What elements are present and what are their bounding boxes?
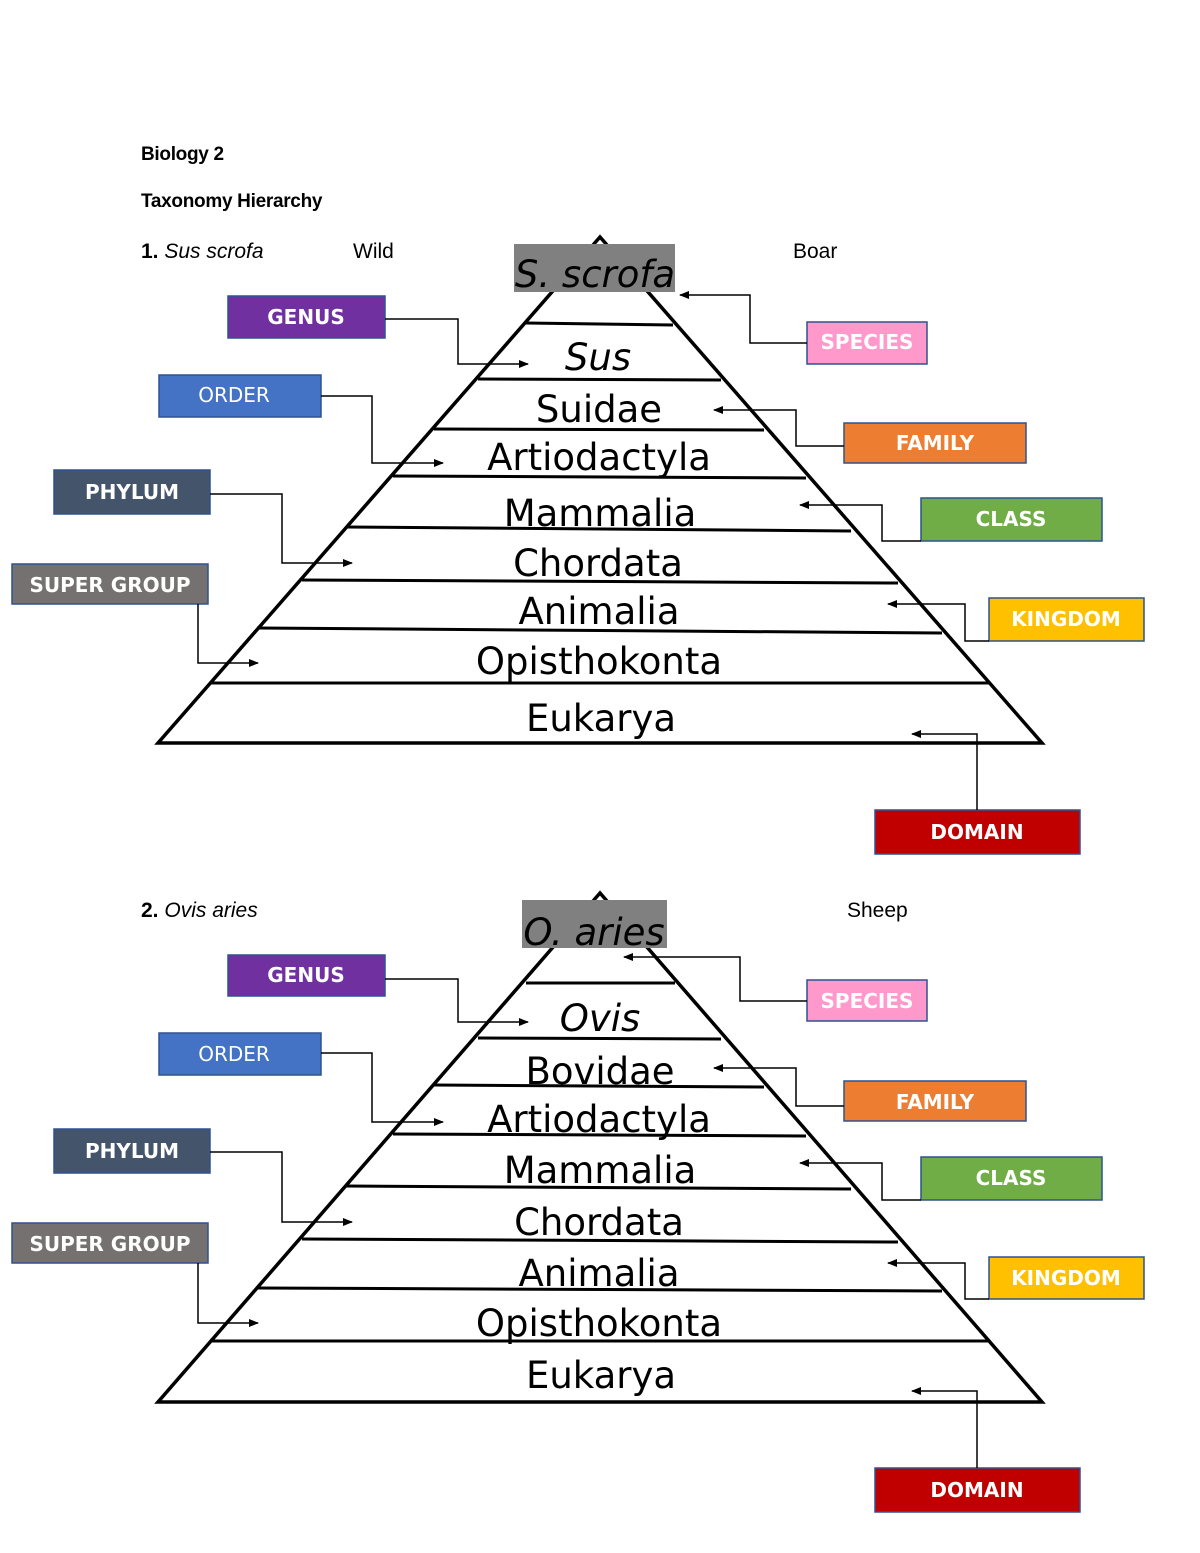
pyramid-2-species-box: [522, 900, 667, 948]
pyramid-2-kingdom-label-box: [988, 1256, 1145, 1300]
pyramid-1-outline: [154, 234, 1046, 745]
pyramid-1-divider: [392, 474, 807, 480]
pyramid-2-divider: [256, 1286, 943, 1293]
pyramid-1-super-group-name: Opisthokonta: [476, 640, 722, 683]
pyramid-2-divider: [345, 1184, 852, 1191]
pyramid-2-family-label: FAMILY: [896, 1090, 975, 1114]
organism-1-heading: 1. Sus scrofa: [141, 240, 264, 264]
pyramid-2: O. aries Ovis Bovidae Artiodactyla Mamma…: [11, 890, 1145, 1513]
pyramid-1-family-name: Suidae: [536, 388, 662, 431]
pyramid-2-species-connector: [623, 953, 807, 1002]
pyramid-1-class-label-box: [920, 497, 1103, 542]
pyramid-2-super-group-name: Opisthokonta: [476, 1302, 722, 1345]
pyramid-1-kingdom-connector: [887, 600, 989, 642]
pyramid-2-family-name: Bovidae: [525, 1050, 674, 1093]
pyramid-1-domain-name: Eukarya: [526, 697, 676, 740]
topic-title: Taxonomy Hierarchy: [141, 191, 323, 212]
pyramid-1-family-label-box: [843, 422, 1027, 464]
organism-1-number: 1.: [141, 240, 159, 263]
pyramid-1-family-connector: [713, 406, 844, 447]
pyramid-1-species-connector: [679, 291, 807, 344]
pyramid-1-kingdom-label-box: [988, 597, 1145, 642]
pyramid-2-family-label-box: [843, 1080, 1027, 1122]
pyramid-1-phylum-name: Chordata: [513, 542, 683, 585]
organism-1-common-name-part1: Wild: [353, 240, 394, 263]
pyramid-2-kingdom-label: KINGDOM: [1011, 1266, 1121, 1290]
organism-2-heading: 2. Ovis aries: [141, 899, 258, 923]
pyramid-2-species-abbrev: O. aries: [523, 911, 664, 954]
pyramid-2-kingdom-connector: [887, 1259, 989, 1300]
pyramid-1: S. scrofa Sus Suidae Artiodactyla Mammal…: [11, 234, 1145, 855]
pyramid-2-species-label: SPECIES: [821, 989, 914, 1013]
pyramid-1-class-name: Mammalia: [504, 492, 697, 535]
pyramid-1-super-group-connector: [197, 604, 259, 667]
pyramid-2-phylum-label-box: [53, 1128, 211, 1174]
pyramid-2-outline: [154, 890, 1046, 1404]
pyramid-1-phylum-connector: [210, 493, 353, 567]
organism-1-scientific-name: Sus scrofa: [164, 240, 264, 263]
course-title: Biology 2: [141, 144, 224, 165]
pyramid-1-kingdom-name: Animalia: [519, 590, 680, 633]
pyramid-2-super-group-connector: [197, 1263, 259, 1327]
pyramid-2-super-group-label: SUPER GROUP: [29, 1232, 190, 1256]
pyramid-1-class-connector: [799, 501, 921, 542]
pyramid-2-phylum-connector: [210, 1151, 353, 1226]
pyramid-1-divider: [301, 578, 899, 585]
pyramid-1-phylum-label: PHYLUM: [85, 480, 179, 504]
pyramid-1-divider: [345, 525, 852, 533]
pyramid-2-class-label: CLASS: [976, 1166, 1047, 1190]
pyramid-1-genus-label-box: [227, 295, 386, 339]
pyramid-2-order-label: ORDER: [198, 1042, 270, 1066]
pyramid-1-phylum-label-box: [53, 469, 211, 515]
pyramid-2-kingdom-name: Animalia: [519, 1252, 680, 1295]
pyramid-1-order-label: ORDER: [198, 383, 270, 407]
pyramid-2-domain-connector: [911, 1387, 978, 1468]
pyramid-2-order-label-box: [158, 1032, 322, 1076]
pyramid-1-genus-label: GENUS: [267, 305, 344, 329]
pyramid-1-divider: [433, 427, 765, 432]
pyramid-2-order-name: Artiodactyla: [487, 1098, 711, 1141]
pyramid-1-class-label: CLASS: [976, 507, 1047, 531]
pyramid-1-super-group-label-box: [11, 563, 209, 605]
pyramid-1-order-connector: [321, 395, 444, 467]
organism-2-common-name: Sheep: [847, 899, 908, 922]
pyramid-1-species-abbrev: S. scrofa: [515, 253, 675, 296]
pyramid-1-domain-connector: [911, 730, 978, 810]
pyramid-1-order-name: Artiodactyla: [487, 436, 711, 479]
pyramid-1-divider: [477, 377, 722, 382]
pyramid-2-class-name: Mammalia: [504, 1149, 697, 1192]
pyramid-1-divider: [525, 321, 674, 327]
organism-2-number: 2.: [141, 899, 159, 922]
pyramid-2-class-connector: [799, 1159, 921, 1201]
pyramid-2-order-connector: [321, 1052, 444, 1126]
pyramid-1-kingdom-label: KINGDOM: [1011, 607, 1121, 631]
pyramid-2-divider: [433, 1083, 765, 1089]
pyramid-1-species-label: SPECIES: [821, 330, 914, 354]
pyramid-2-genus-label-box: [227, 954, 386, 997]
pyramid-1-family-label: FAMILY: [896, 431, 975, 455]
pyramid-2-divider: [477, 1036, 722, 1041]
pyramid-2-phylum-name: Chordata: [514, 1201, 684, 1244]
pyramid-1-domain-label-box: [874, 809, 1081, 855]
organism-1-common-name-part2: Boar: [793, 240, 838, 263]
pyramid-2-genus-label: GENUS: [267, 963, 344, 987]
pyramid-1-species-box: [514, 244, 675, 292]
pyramid-1-genus-connector: [385, 318, 529, 368]
pyramid-2-genus-connector: [385, 978, 529, 1026]
pyramid-2-phylum-label: PHYLUM: [85, 1139, 179, 1163]
pyramid-1-genus-name: Sus: [565, 336, 631, 379]
pyramid-2-divider: [301, 1237, 899, 1244]
pyramid-1-super-group-label: SUPER GROUP: [29, 573, 190, 597]
pyramid-2-class-label-box: [920, 1156, 1103, 1201]
pyramid-2-genus-name: Ovis: [560, 997, 641, 1040]
pyramid-2-domain-name: Eukarya: [526, 1354, 676, 1397]
pyramid-2-super-group-label-box: [11, 1222, 209, 1264]
pyramid-2-domain-label: DOMAIN: [930, 1478, 1023, 1502]
pyramid-1-domain-label: DOMAIN: [930, 820, 1023, 844]
pyramid-2-family-connector: [713, 1064, 844, 1107]
pyramid-1-divider: [256, 626, 943, 635]
organism-2-scientific-name: Ovis aries: [164, 899, 258, 922]
pyramid-2-divider: [392, 1132, 807, 1138]
